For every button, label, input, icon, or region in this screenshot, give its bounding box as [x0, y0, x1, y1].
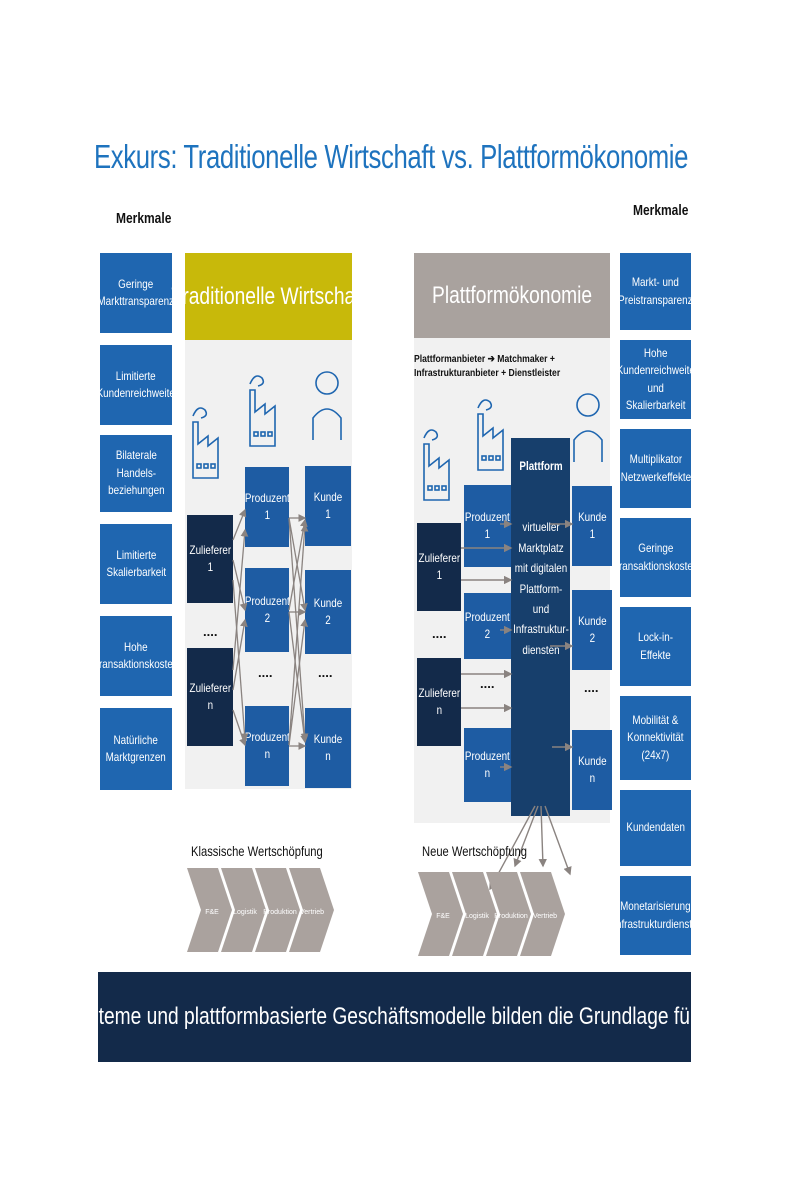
platform-title: Plattform	[518, 459, 563, 473]
right-customer-1: Kunde 1	[572, 486, 612, 566]
chevron-produktion-label: Produktion	[494, 913, 528, 920]
left-producer-2: Produzent 2	[245, 568, 289, 652]
left-merkmale-label: Merkmale	[116, 210, 172, 227]
right-feature-8: Monetarisierung Infrastrukturdienste	[613, 876, 698, 955]
chevron-produktion	[486, 872, 531, 956]
right-feature-6: Mobilität & Konnektivität (24x7)	[620, 696, 691, 780]
left-feature-1: Geringe Markttransparenz	[98, 253, 174, 333]
chevron-produktion	[255, 868, 300, 952]
right-feature-7: Kundendaten	[620, 790, 691, 866]
platform-description: virtueller Marktplatz mit digitalen Plat…	[512, 520, 569, 657]
right-value-chain-label: Neue Wertschöpfung	[422, 843, 528, 859]
right-feature-2: Hohe Kundenreichweite und Skalierbarkeit	[616, 340, 695, 419]
right-feature-3: Multiplikator Netzwerkeffekte	[620, 429, 691, 508]
left-feature-3: Bilaterale Handels-beziehungen	[100, 435, 172, 512]
left-customer-n: Kunde n	[305, 708, 351, 788]
page-title: Exkurs: Traditionelle Wirtschaft vs. Pla…	[94, 138, 689, 175]
chevron-logistik	[221, 868, 266, 952]
right-customer-2: Kunde 2	[572, 590, 612, 670]
left-feature-4: Limitierte Skalierbarkeit	[100, 524, 172, 604]
bottom-banner: Digitale Ökosysteme und plattformbasiert…	[0, 972, 800, 1062]
left-customer-1: Kunde 1	[305, 466, 351, 546]
left-feature-5: Hohe Transaktionskosten	[94, 616, 178, 696]
platform-header: Plattformökonomie	[414, 253, 610, 338]
left-feature-6: Natürliche Marktgrenzen	[100, 708, 172, 790]
chevron-vertrieb	[520, 872, 565, 956]
right-feature-5: Lock-in-Effekte	[620, 607, 691, 686]
chevron-produktion-label: Produktion	[263, 909, 297, 916]
right-customer-n: Kunde n	[572, 730, 612, 810]
chevron-fe	[187, 868, 232, 952]
chevron-logistik-label: Logistik	[465, 913, 489, 920]
right-producer-1: Produzent 1	[464, 485, 511, 567]
chevron-vertrieb-label: Vertrieb	[300, 909, 324, 916]
right-producer-2: Produzent 2	[464, 593, 511, 659]
chevron-fe-label: F&E	[436, 913, 450, 920]
left-producer-ellipsis: ....	[258, 665, 273, 680]
chevron-vertrieb-label: Vertrieb	[533, 913, 557, 920]
chevron-fe	[418, 872, 463, 956]
right-customer-ellipsis: ....	[584, 680, 599, 695]
left-customer-ellipsis: ....	[318, 665, 333, 680]
right-feature-4: Geringe Transaktionskosten	[613, 518, 698, 597]
chevron-logistik-label: Logistik	[233, 909, 257, 916]
left-customer-2: Kunde 2	[305, 570, 351, 654]
platform-note: Plattformanbieter ➔ Matchmaker + Infrast…	[414, 353, 561, 380]
left-supplier-n: Zulieferer n	[187, 648, 233, 746]
left-producer-1: Produzent 1	[245, 467, 289, 547]
chevron-vertrieb	[289, 868, 334, 952]
left-value-chain-label: Klassische Wertschöpfung	[191, 843, 323, 859]
right-producer-ellipsis: ....	[480, 676, 495, 691]
chevron-fe-label: F&E	[205, 909, 219, 916]
traditional-header: Traditionelle Wirtschaft	[171, 253, 366, 340]
right-producer-n: Produzent n	[464, 728, 511, 802]
left-producer-n: Produzent n	[245, 706, 289, 786]
left-supplier-ellipsis: ....	[203, 624, 218, 639]
chevron-logistik	[452, 872, 497, 956]
right-supplier-n: Zulieferer n	[417, 658, 461, 746]
right-feature-1: Markt- und Preistransparenz	[618, 253, 693, 330]
platform-box: Plattform virtueller Marktplatz mit digi…	[511, 438, 570, 816]
left-feature-2: Limitierte Kundenreichweite	[97, 345, 175, 425]
right-supplier-ellipsis: ....	[432, 626, 447, 641]
right-supplier-1: Zulieferer 1	[417, 523, 461, 611]
right-merkmale-label: Merkmale	[633, 202, 689, 219]
left-supplier-1: Zulieferer 1	[187, 515, 233, 603]
